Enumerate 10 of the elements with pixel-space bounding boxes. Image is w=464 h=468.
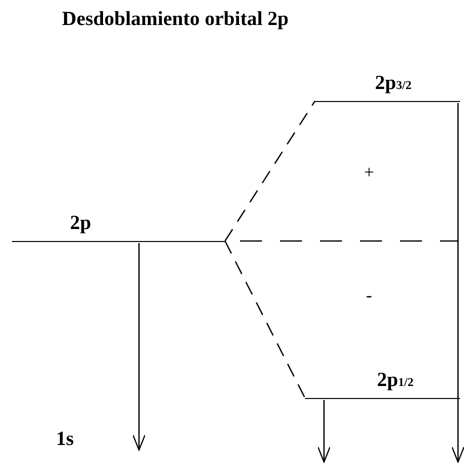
- level-label: 1s: [56, 428, 74, 451]
- arrow: [132, 243, 146, 451]
- arrow: [451, 103, 464, 463]
- diagram-title: Desdoblamiento orbital 2p: [62, 8, 289, 31]
- energy-level: 2p: [12, 207, 225, 242]
- dashed-line: [224, 100, 316, 242]
- sign-label: +: [364, 162, 374, 183]
- dashed-line: [224, 240, 306, 398]
- sign-label: -: [366, 285, 372, 306]
- arrow: [317, 400, 331, 463]
